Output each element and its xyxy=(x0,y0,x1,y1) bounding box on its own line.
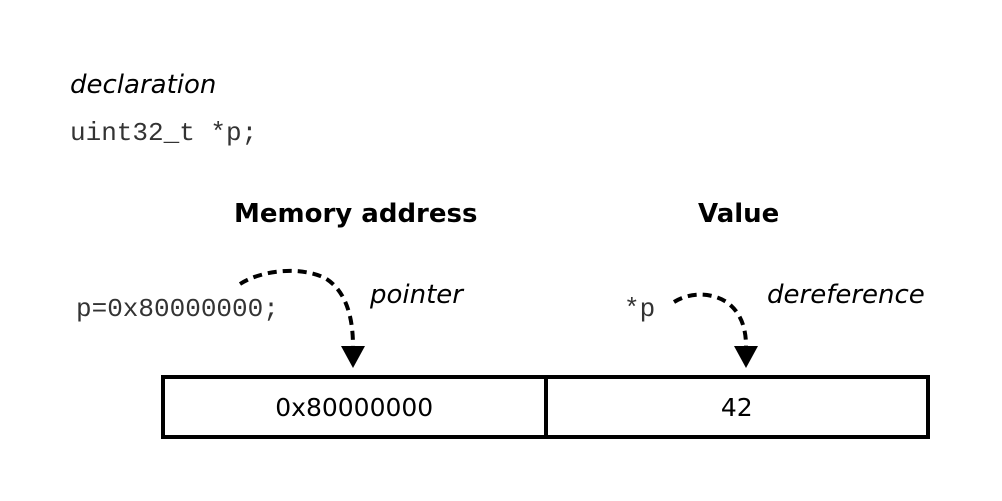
declaration-code: uint32_t *p; xyxy=(70,118,258,148)
dereference-label: dereference xyxy=(767,280,925,310)
value-cell-value: 42 xyxy=(720,392,753,422)
pointer-arrow-icon xyxy=(238,268,365,368)
memory-address-heading: Memory address xyxy=(234,199,478,229)
address-cell: 0x80000000 xyxy=(165,379,544,435)
value-cell: 42 xyxy=(543,379,927,435)
pointer-label: pointer xyxy=(370,280,463,310)
declaration-label: declaration xyxy=(70,70,217,100)
dereference-arrow-icon xyxy=(672,292,758,368)
memory-cell-row: 0x80000000 42 xyxy=(161,375,930,439)
dereference-code: *p xyxy=(624,294,656,324)
value-heading: Value xyxy=(698,199,780,229)
address-cell-value: 0x80000000 xyxy=(275,392,434,422)
assignment-code: p=0x80000000; xyxy=(76,294,279,324)
